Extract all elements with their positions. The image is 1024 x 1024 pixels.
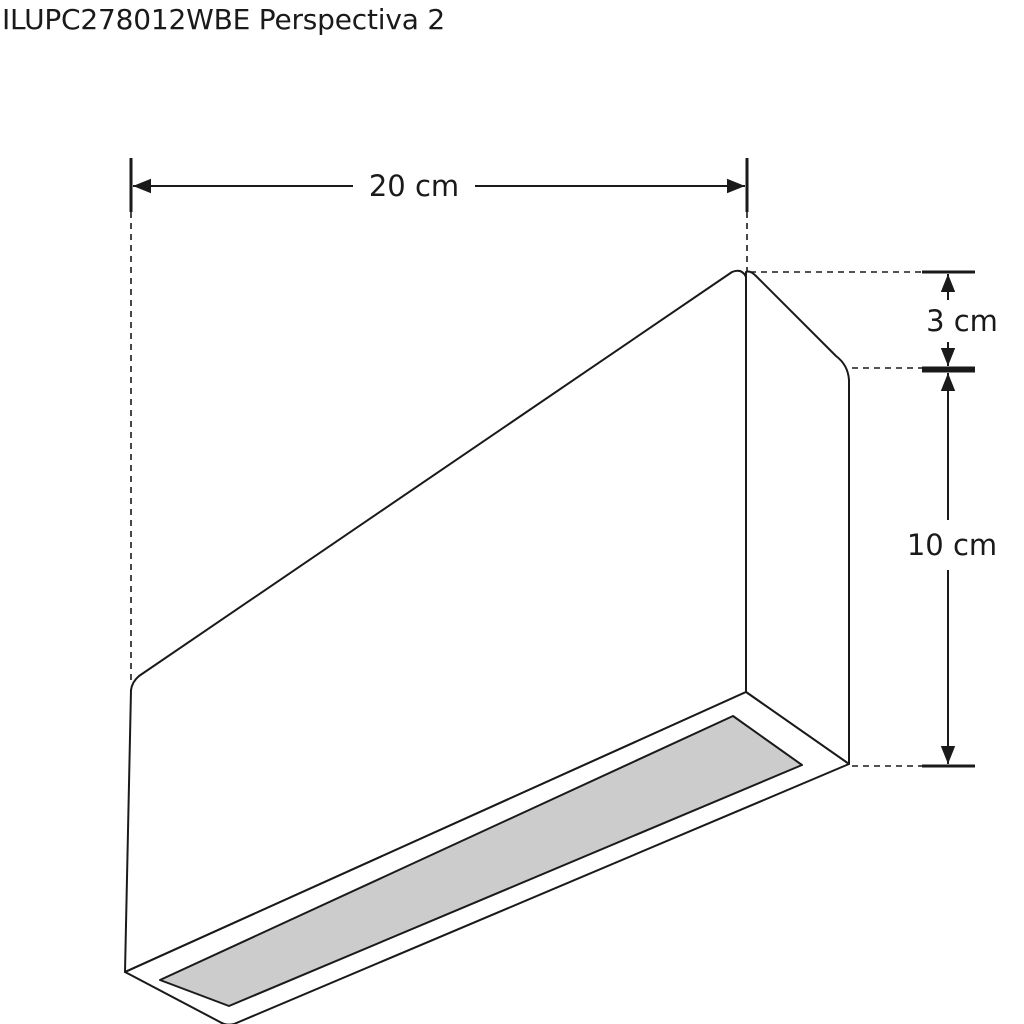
width-label: 20 cm bbox=[369, 169, 459, 203]
width-dimension bbox=[129, 158, 749, 684]
side-face bbox=[745, 270, 850, 765]
drawing-title: ILUPC278012WBE Perspectiva 2 bbox=[2, 3, 445, 36]
depth-dimension bbox=[750, 270, 975, 370]
depth-label: 3 cm bbox=[926, 304, 998, 338]
fixture-body bbox=[124, 269, 850, 1024]
height-label: 10 cm bbox=[907, 528, 997, 562]
diffuser-panel bbox=[159, 715, 803, 1007]
height-dimension bbox=[852, 369, 975, 768]
